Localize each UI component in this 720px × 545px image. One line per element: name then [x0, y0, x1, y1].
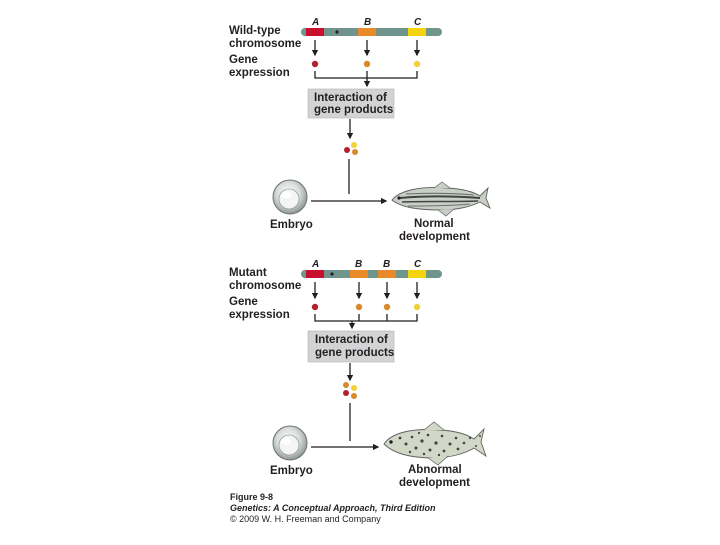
gene-a-label: A [311, 17, 319, 28]
gene-a-segment [306, 28, 324, 36]
gene-a-segment [306, 270, 324, 278]
mutant-expression-label-line1: Gene [229, 296, 258, 308]
gene-b-segment [350, 270, 368, 278]
outcome-label-line1: Abnormal [408, 464, 462, 476]
interaction-box [307, 330, 395, 363]
convergence-bracket [314, 314, 418, 322]
mutant-chromosome-label-line1: Mutant [229, 267, 267, 279]
product-dot-a [311, 303, 319, 311]
embryo-image [272, 425, 308, 461]
figure-caption: Figure 9-8 Genetics: A Conceptual Approa… [230, 492, 436, 524]
mutant-expression-label-line2: expression [229, 309, 290, 321]
wildtype-chromosome: A B C [301, 17, 442, 36]
abnormal-zebrafish-image [383, 421, 487, 466]
outcome-label-line1: Normal [414, 218, 454, 230]
gene-b-duplicate-label: B [383, 259, 390, 270]
wildtype-expression-label-line1: Gene [229, 54, 258, 66]
interaction-label-line2: gene products [315, 347, 394, 359]
wildtype-chromosome-label-line2: chromosome [229, 38, 301, 50]
mutant-panel: Mutant chromosome Gene expression A B B … [229, 259, 487, 489]
embryo-label: Embryo [270, 219, 313, 231]
interaction-box [307, 88, 395, 119]
mutant-chromosome: A B B C [301, 259, 442, 278]
gene-a-label: A [311, 259, 319, 270]
product-dot-b2 [383, 303, 391, 311]
centromere [335, 30, 339, 34]
product-dot-c [413, 60, 421, 68]
copyright-line: © 2009 W. H. Freeman and Company [230, 514, 381, 524]
product-dot-a [311, 60, 319, 68]
gene-c-segment [408, 28, 426, 36]
mutant-chromosome-label-line2: chromosome [229, 280, 301, 292]
convergence-bracket [314, 71, 418, 79]
interaction-label-line1: Interaction of [315, 334, 388, 346]
interaction-label-line2: gene products [314, 104, 393, 116]
centromere [330, 272, 334, 276]
figure-number: Figure 9-8 [230, 492, 273, 502]
product-dot-b [363, 60, 371, 68]
gene-c-label: C [414, 17, 422, 28]
wildtype-panel: Wild-type chromosome Gene expression A B… [229, 17, 491, 243]
gene-product-cluster [343, 382, 357, 399]
gene-b-segment [358, 28, 376, 36]
interaction-label-line1: Interaction of [314, 92, 387, 104]
gene-b-duplicate-segment [378, 270, 396, 278]
gene-c-segment [408, 270, 426, 278]
gene-c-label: C [414, 259, 422, 270]
product-dot-c [413, 303, 421, 311]
outcome-label-line2: development [399, 231, 470, 243]
gene-product-cluster [344, 142, 358, 155]
embryo-label: Embryo [270, 465, 313, 477]
embryo-image [272, 179, 308, 215]
normal-zebrafish-image [391, 181, 491, 217]
wildtype-expression-label-line2: expression [229, 67, 290, 79]
outcome-label-line2: development [399, 477, 470, 489]
wildtype-chromosome-label-line1: Wild-type [229, 25, 281, 37]
gene-b-label: B [364, 17, 371, 28]
chromosome-bar [301, 270, 442, 278]
product-dot-b [355, 303, 363, 311]
book-title: Genetics: A Conceptual Approach, Third E… [230, 503, 436, 513]
gene-b-label: B [355, 259, 362, 270]
